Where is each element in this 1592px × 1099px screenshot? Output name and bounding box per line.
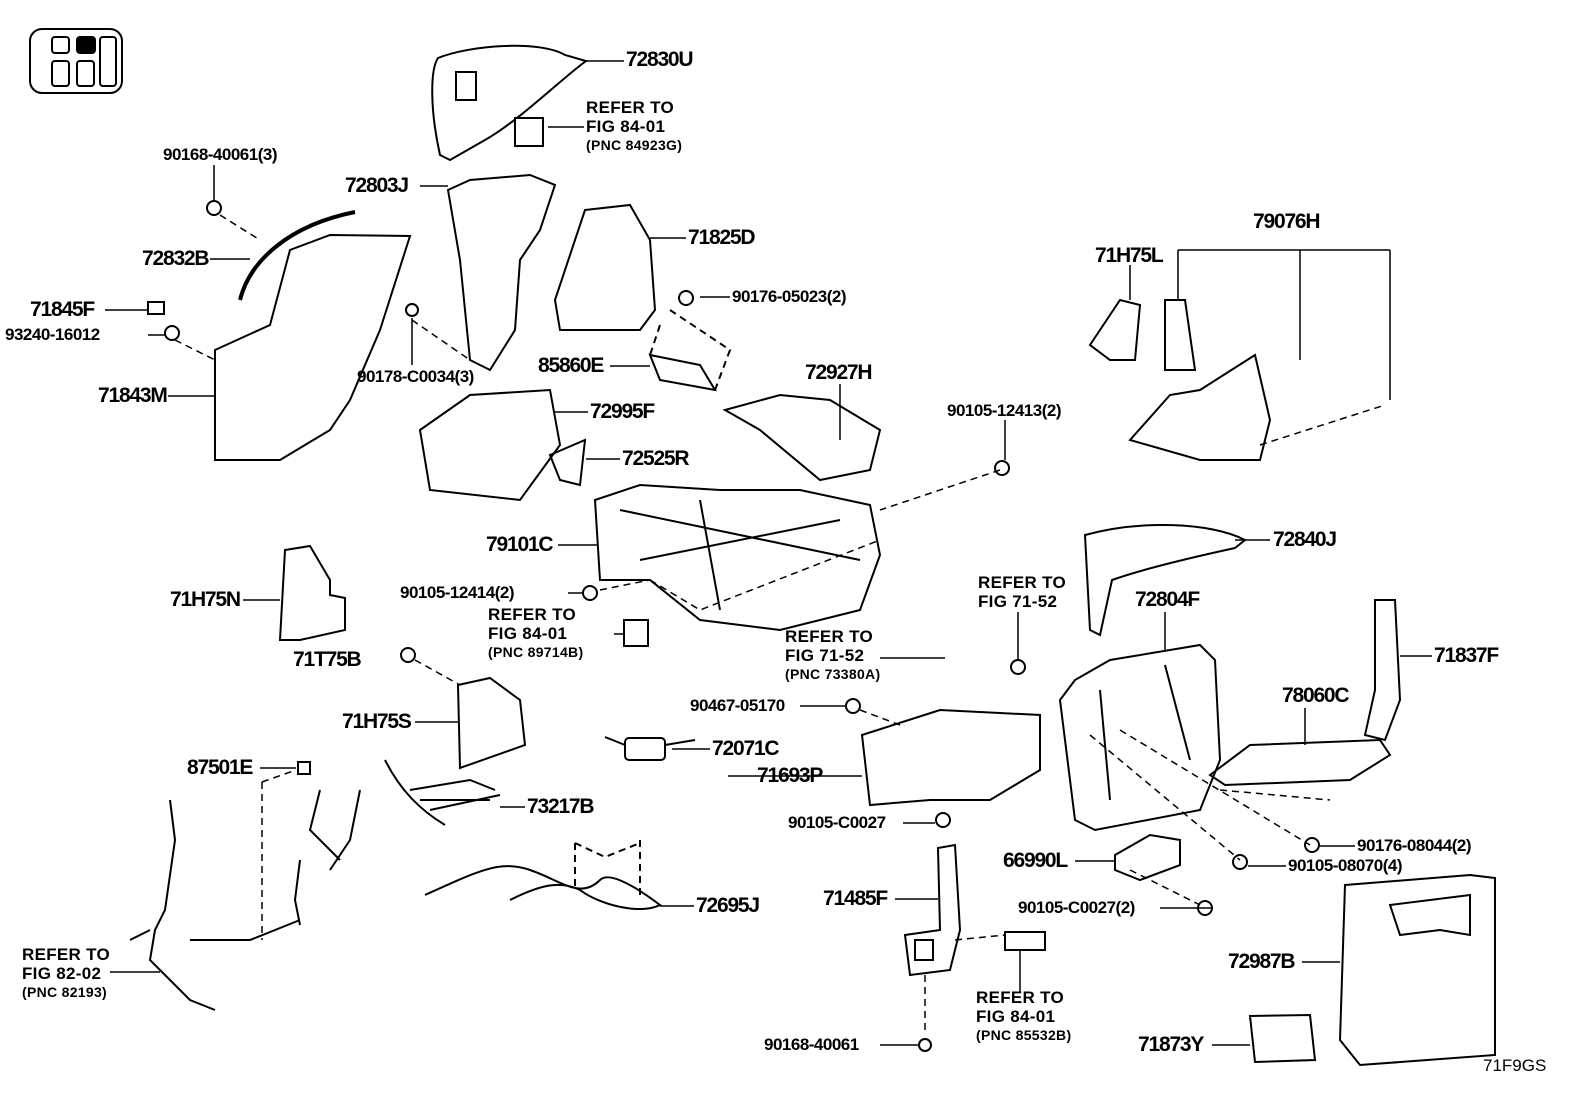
part-72803J-frame [446, 173, 557, 372]
part-71485F-garnish [903, 843, 962, 977]
callout-72804F[interactable]: 72804F [1135, 588, 1200, 611]
callout-72525R[interactable]: 72525R [622, 447, 690, 470]
part-66990L-box [1114, 833, 1181, 882]
part-71843M-side-panel [214, 233, 412, 461]
part-72987B-cover [1338, 873, 1496, 1067]
reference-line1: REFER TO [785, 627, 874, 646]
part-82193-harness [129, 789, 361, 1011]
reference-note[interactable]: REFER TO FIG 71-52 (PNC 73380A) [785, 627, 880, 684]
reference-line1: REFER TO [22, 945, 111, 964]
reference-line2: FIG 82-02 [22, 964, 102, 983]
callout-71H75N[interactable]: 71H75N [170, 588, 241, 611]
part-71H75N-panel [278, 544, 346, 641]
reference-line2: FIG 71-52 [978, 592, 1058, 611]
callout-90178-C0034-3[interactable]: 90178-C0034(3) [357, 367, 474, 386]
callout-90467-05170[interactable]: 90467-05170 [690, 696, 785, 715]
callout-90105-08070-4[interactable]: 90105-08070(4) [1288, 856, 1402, 875]
part-71693P-bracket [860, 708, 1041, 807]
reference-line1: REFER TO [488, 605, 577, 624]
part-71H75S-panel [456, 676, 527, 770]
part-71837F-garnish [1363, 599, 1402, 742]
part-72695J-cable [424, 840, 662, 911]
part-72830U-lid [431, 44, 589, 162]
callout-93240-16012[interactable]: 93240-16012 [5, 325, 100, 344]
part-72525R-clip [548, 438, 587, 487]
part-85860E-module [648, 309, 732, 392]
callout-71845F[interactable]: 71845F [30, 298, 95, 321]
callout-72803J[interactable]: 72803J [345, 174, 409, 197]
dashed-assembly-lines [174, 214, 1386, 1035]
reference-line1: REFER TO [978, 573, 1067, 592]
callout-66990L[interactable]: 66990L [1003, 849, 1068, 872]
reference-note[interactable]: REFER TO FIG 84-01 (PNC 89714B) [488, 605, 583, 662]
callout-90105-C0027[interactable]: 90105-C0027 [788, 813, 886, 832]
callout-79101C[interactable]: 79101C [486, 533, 554, 556]
part-73217B-harness [384, 759, 501, 826]
part-71873Y-cover [1248, 1013, 1317, 1064]
reference-pnc: (PNC 89714B) [488, 644, 584, 660]
callout-71H75L[interactable]: 71H75L [1095, 244, 1164, 267]
callout-90176-05023-2[interactable]: 90176-05023(2) [732, 287, 846, 306]
callout-71485F[interactable]: 71485F [823, 887, 888, 910]
reference-note[interactable]: REFER TO FIG 84-01 (PNC 85532B) [976, 988, 1071, 1045]
callout-90176-08044-2[interactable]: 90176-08044(2) [1357, 836, 1471, 855]
callout-78060C[interactable]: 78060C [1282, 684, 1350, 707]
part-78060C-tray [1208, 738, 1392, 787]
callout-72832B[interactable]: 72832B [142, 247, 210, 270]
fastener-icons [147, 117, 1320, 1052]
reference-line1: REFER TO [586, 98, 675, 117]
reference-pnc: (PNC 84923G) [586, 137, 683, 153]
part-79101C-bracket [593, 483, 882, 632]
part-72995F-panel [418, 388, 562, 502]
callout-71H75S[interactable]: 71H75S [342, 710, 412, 733]
callout-90105-12414-2[interactable]: 90105-12414(2) [400, 583, 514, 602]
reference-note[interactable]: REFER TO FIG 71-52 [978, 573, 1066, 611]
reference-line1: REFER TO [976, 988, 1065, 1007]
part-79076H-box [1128, 299, 1272, 461]
callout-73217B[interactable]: 73217B [527, 795, 595, 818]
callout-71825D[interactable]: 71825D [688, 226, 756, 249]
leader-lines [105, 60, 1432, 1046]
callout-72987B[interactable]: 72987B [1228, 950, 1296, 973]
part-72832B-garnish [238, 210, 356, 301]
vehicle-switch-panel-locator-icon [29, 28, 123, 94]
callout-72840J[interactable]: 72840J [1273, 528, 1337, 551]
reference-note[interactable]: REFER TO FIG 84-01 (PNC 84923G) [586, 98, 682, 155]
callout-71837F[interactable]: 71837F [1434, 644, 1499, 667]
callout-90105-12413-2[interactable]: 90105-12413(2) [947, 401, 1061, 420]
callout-72927H[interactable]: 72927H [805, 361, 873, 384]
part-71H75L-vent [1088, 298, 1142, 361]
callout-71873Y[interactable]: 71873Y [1138, 1033, 1204, 1056]
callout-72695J[interactable]: 72695J [696, 894, 760, 917]
reference-note[interactable]: REFER TO FIG 82-02 (PNC 82193) [22, 945, 110, 1002]
part-72071C-sensor [604, 736, 696, 761]
callout-71693P[interactable]: 71693P [757, 764, 823, 787]
part-71825D-panel [553, 203, 657, 331]
reference-line2: FIG 84-01 [976, 1007, 1056, 1026]
callout-71843M[interactable]: 71843M [98, 384, 168, 407]
reference-pnc: (PNC 73380A) [785, 666, 881, 682]
figure-code: 71F9GS [1483, 1056, 1547, 1075]
part-72804F-frame [1058, 643, 1222, 832]
callout-90105-C0027-2[interactable]: 90105-C0027(2) [1018, 898, 1135, 917]
reference-line2: FIG 71-52 [785, 646, 865, 665]
callout-90168-40061-3[interactable]: 90168-40061(3) [163, 145, 277, 164]
callout-85860E[interactable]: 85860E [538, 354, 604, 377]
part-72840J-lid [1083, 523, 1247, 637]
callout-72995F[interactable]: 72995F [590, 400, 655, 423]
part-72927H-bracket [722, 393, 882, 482]
reference-line2: FIG 84-01 [586, 117, 666, 136]
callout-87501E[interactable]: 87501E [187, 756, 253, 779]
reference-pnc: (PNC 85532B) [976, 1027, 1072, 1043]
callout-71T75B[interactable]: 71T75B [293, 648, 362, 671]
reference-pnc: (PNC 82193) [22, 984, 108, 1000]
reference-line2: FIG 84-01 [488, 624, 568, 643]
callout-79076H[interactable]: 79076H [1253, 210, 1321, 233]
callout-72071C[interactable]: 72071C [712, 737, 780, 760]
callout-72830U[interactable]: 72830U [626, 48, 694, 71]
callout-90168-40061[interactable]: 90168-40061 [764, 1035, 859, 1054]
